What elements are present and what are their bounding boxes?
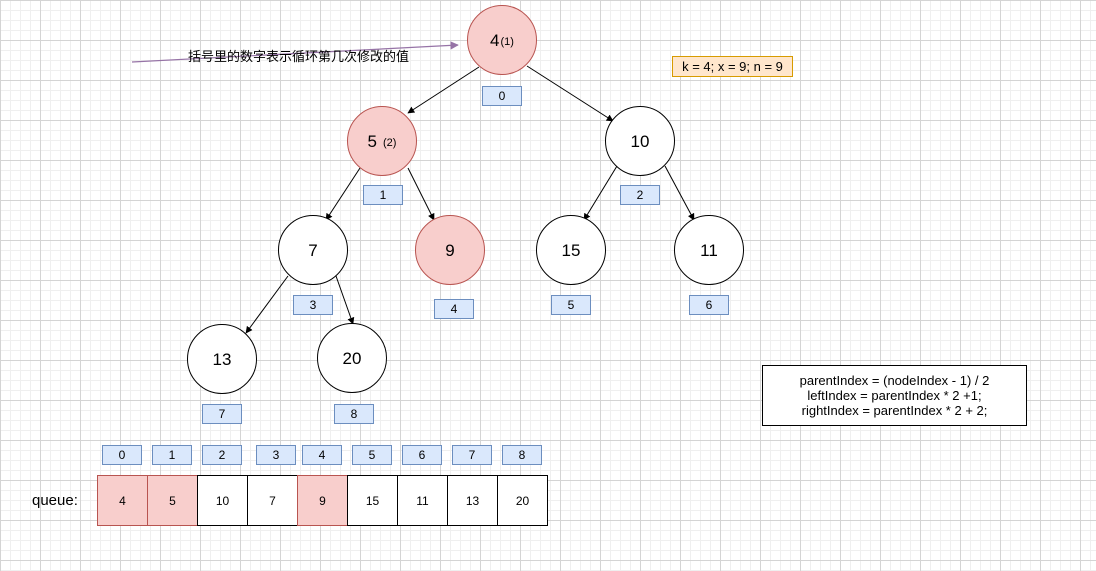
tree-node-1: 5 (2) (347, 106, 417, 176)
tree-node-6: 11 (674, 215, 744, 285)
queue-index-5: 5 (352, 445, 392, 465)
annotation-arrow (131, 41, 459, 63)
tree-node-7: 13 (187, 324, 257, 394)
edge-0-2 (526, 65, 614, 122)
node-note: (1) (500, 35, 514, 48)
edge-2-6 (664, 165, 695, 221)
node-index-label-6: 6 (689, 295, 729, 315)
queue-index-6: 6 (402, 445, 442, 465)
queue-cell-6: 11 (397, 475, 448, 526)
edge-1-4 (407, 167, 435, 221)
node-value: 11 (700, 240, 718, 260)
formula-right-index: rightIndex = parentIndex * 2 + 2; (801, 403, 988, 418)
formula-parent-index: parentIndex = (nodeIndex - 1) / 2 (799, 373, 990, 388)
node-value: 5 (367, 131, 377, 151)
formula-left-index: leftIndex = parentIndex * 2 +1; (807, 388, 982, 403)
queue-index-2: 2 (202, 445, 242, 465)
node-value: 13 (212, 349, 232, 369)
node-value: 4 (490, 30, 500, 50)
node-index-label-5: 5 (551, 295, 591, 315)
node-index-label-2: 2 (620, 185, 660, 205)
annotation-text: 括号里的数字表示循环第几次修改的值 (188, 49, 410, 64)
edge-3-8 (335, 275, 355, 325)
queue-index-8: 8 (502, 445, 542, 465)
tree-node-8: 20 (317, 323, 387, 393)
node-value: 20 (342, 348, 362, 368)
queue-cell-0: 4 (97, 475, 148, 526)
queue-cell-4: 9 (297, 475, 348, 526)
edge-0-1 (407, 66, 480, 114)
node-index-label-0: 0 (482, 86, 522, 106)
queue-index-0: 0 (102, 445, 142, 465)
variables-box: k = 4; x = 9; n = 9 (672, 56, 793, 77)
formula-box: parentIndex = (nodeIndex - 1) / 2 leftIn… (762, 365, 1027, 426)
tree-node-4: 9 (415, 215, 485, 285)
queue-index-1: 1 (152, 445, 192, 465)
queue-index-7: 7 (452, 445, 492, 465)
node-index-label-8: 8 (334, 404, 374, 424)
queue-cell-3: 7 (247, 475, 298, 526)
queue-cell-5: 15 (347, 475, 398, 526)
node-value: 7 (308, 240, 318, 260)
tree-node-5: 15 (536, 215, 606, 285)
tree-node-3: 7 (278, 215, 348, 285)
node-index-label-7: 7 (202, 404, 242, 424)
queue-label: queue: (32, 492, 78, 509)
queue-index-4: 4 (302, 445, 342, 465)
node-note: (2) (383, 136, 397, 149)
queue-cell-2: 10 (197, 475, 248, 526)
tree-node-2: 10 (605, 106, 675, 176)
edge-1-3 (325, 167, 361, 221)
queue-cell-1: 5 (147, 475, 198, 526)
queue-cell-8: 20 (497, 475, 548, 526)
node-value: 9 (445, 240, 455, 260)
edge-3-7 (245, 275, 289, 334)
queue-cell-7: 13 (447, 475, 498, 526)
node-index-label-3: 3 (293, 295, 333, 315)
tree-node-0: 4(1) (467, 5, 537, 75)
node-index-label-1: 1 (363, 185, 403, 205)
node-index-label-4: 4 (434, 299, 474, 319)
queue-index-3: 3 (256, 445, 296, 465)
node-value: 10 (630, 131, 650, 151)
edge-2-5 (583, 165, 618, 221)
node-value: 15 (561, 240, 581, 260)
